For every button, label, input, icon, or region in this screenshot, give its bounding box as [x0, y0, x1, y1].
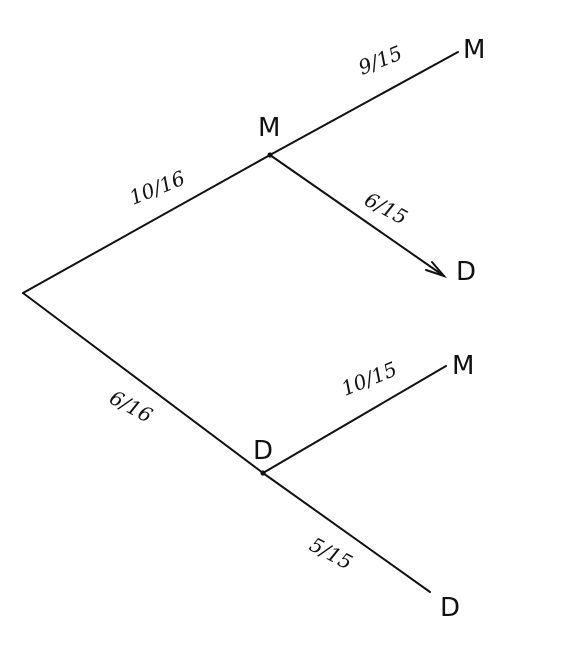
node-label-d-then-m: M — [452, 351, 474, 381]
node-label-m-then-m: M — [463, 35, 485, 65]
node-label-d-then-d: D — [440, 593, 460, 623]
prob-label-m-then-m: 9/15 — [355, 41, 406, 80]
junction-d-dot — [260, 470, 266, 476]
prob-label-first-m: 10/16 — [126, 166, 189, 210]
junction-m-dot — [267, 152, 273, 158]
node-label-m-then-d: D — [456, 257, 476, 287]
branch-root-to-d — [22, 292, 264, 474]
node-label-first-d: D — [253, 436, 273, 466]
branch-root-to-m — [22, 154, 271, 294]
prob-label-d-then-m: 10/15 — [338, 357, 400, 401]
node-label-first-m: M — [258, 113, 280, 143]
arrowhead-m-to-d — [425, 261, 448, 279]
prob-label-d-then-d: 5/15 — [306, 532, 357, 574]
branch-d-to-d — [262, 472, 431, 593]
prob-label-first-d: 6/16 — [106, 385, 157, 427]
branch-m-to-d — [269, 154, 445, 277]
branch-m-to-m — [269, 51, 459, 156]
branch-d-to-m — [262, 365, 447, 474]
